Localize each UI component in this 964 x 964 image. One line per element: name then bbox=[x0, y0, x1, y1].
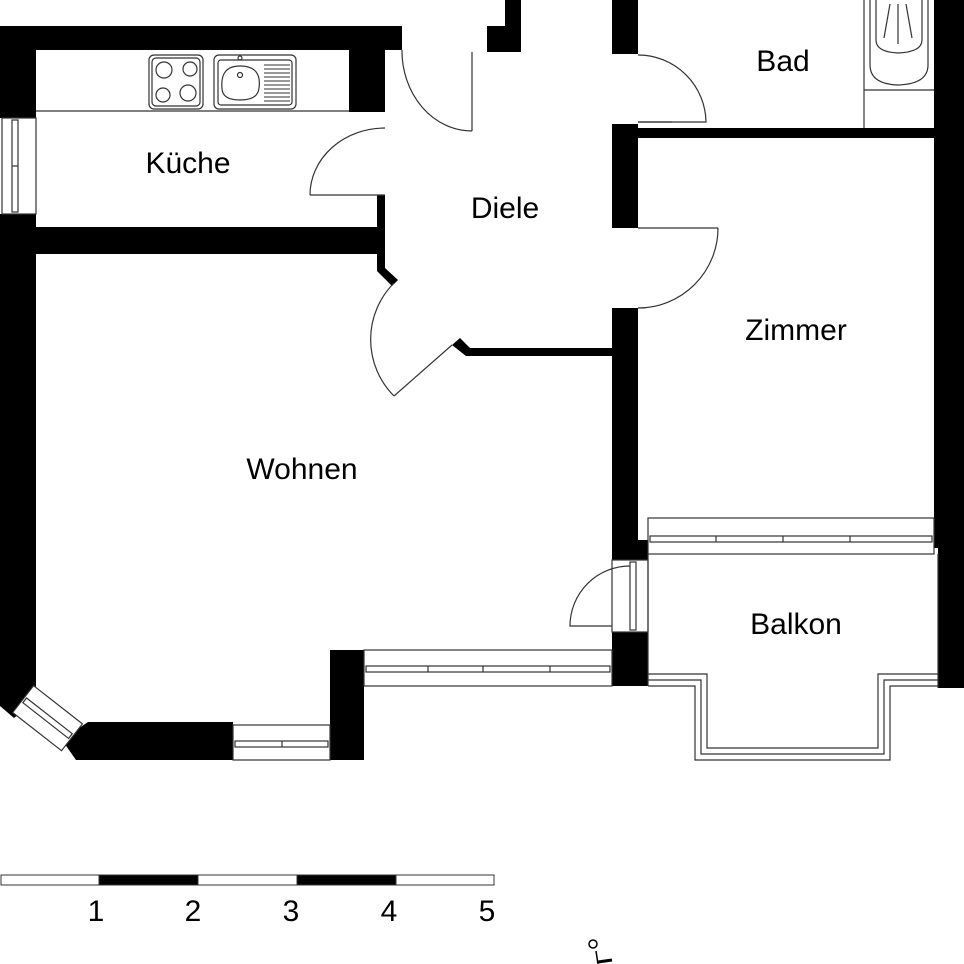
angled-window bbox=[11, 684, 84, 752]
north-symbol-icon bbox=[588, 939, 613, 964]
room-label-kueche: Küche bbox=[145, 147, 231, 180]
stove-icon bbox=[148, 54, 204, 110]
room-label-bad: Bad bbox=[756, 45, 810, 78]
sink-icon bbox=[213, 54, 297, 110]
room-label-balkon: Balkon bbox=[750, 608, 842, 641]
room-label-diele: Diele bbox=[470, 192, 540, 225]
walls bbox=[0, 0, 964, 760]
scale-tick-1: 1 bbox=[87, 895, 105, 928]
room-label-wohnen: Wohnen bbox=[246, 453, 358, 486]
scale-tick-4: 4 bbox=[380, 895, 398, 928]
doors bbox=[309, 49, 719, 627]
scale-tick-2: 2 bbox=[184, 895, 202, 928]
bathtub-icon bbox=[863, 0, 934, 128]
scale-bar bbox=[0, 874, 495, 886]
corner-wall bbox=[0, 676, 36, 706]
windows bbox=[1, 117, 935, 761]
balcony-railing bbox=[647, 554, 939, 761]
scale-tick-3: 3 bbox=[282, 895, 300, 928]
scale-tick-5: 5 bbox=[478, 895, 496, 928]
room-label-zimmer: Zimmer bbox=[745, 314, 847, 347]
